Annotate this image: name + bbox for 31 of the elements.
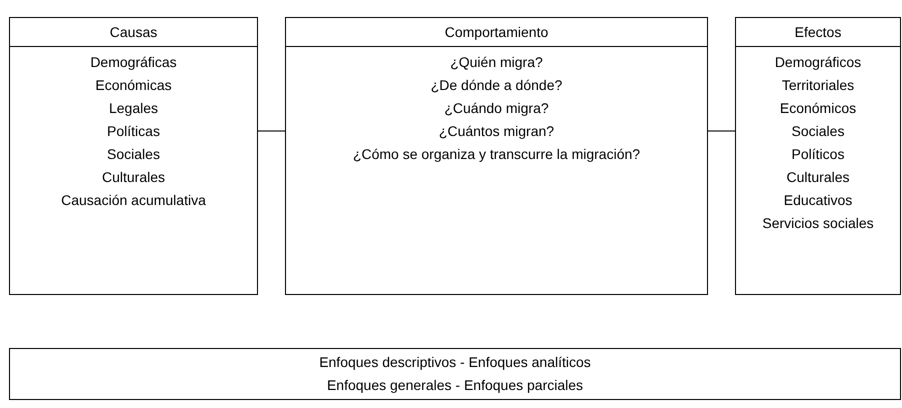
list-item: Enfoques descriptivos - Enfoques analíticos [319,353,591,372]
list-item: Sociales [792,122,844,141]
list-item: Demográficos [774,53,862,72]
list-item: Demográficas [90,53,177,72]
list-item: Causación acumulativa [61,191,206,210]
list-item: Políticas [107,122,160,141]
list-item: Sociales [107,145,160,164]
list-item: ¿De dónde a dónde? [430,76,562,95]
category-box [9,17,258,295]
list-item: Enfoques generales - Enfoques parciales [326,376,584,395]
box-header: Causas [10,18,257,47]
category-box [285,17,708,295]
category-box [735,17,901,295]
list-item: ¿Quién migra? [450,53,543,72]
list-item: ¿Cómo se organiza y transcurre la migración? [352,145,640,164]
list-item: Territoriales [782,76,854,95]
list-item: ¿Cuántos migran? [438,122,554,141]
list-item: Políticos [792,145,844,164]
list-item: Culturales [102,168,166,187]
list-item: Servicios sociales [762,214,874,233]
connector-line [258,130,286,132]
list-item: Económicas [95,76,172,95]
list-item: ¿Cuándo migra? [444,99,549,118]
list-item: Económicos [780,99,856,118]
list-item: Educativos [784,191,852,210]
list-item: Legales [108,99,158,118]
box-header: Comportamiento [286,18,707,47]
connector-line [708,130,736,132]
box-header: Efectos [736,18,900,47]
approaches-box [9,348,901,400]
list-item: Culturales [786,168,850,187]
